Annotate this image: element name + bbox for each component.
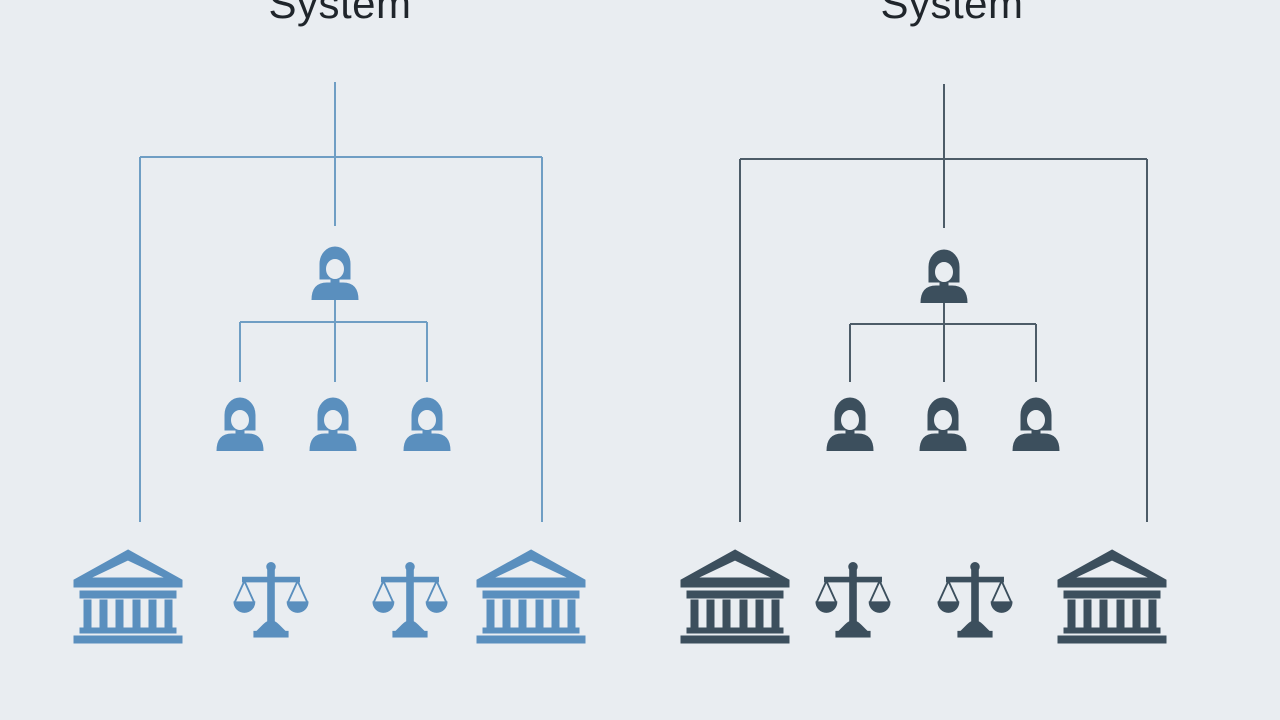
panel-right-diagram (680, 84, 1167, 644)
left-scales-of-justice-icon-2 (372, 561, 448, 639)
right-scales-of-justice-icon-1 (815, 561, 891, 639)
left-child-3-person-icon (403, 397, 451, 451)
right-scales-of-justice-icon-2 (937, 561, 1013, 639)
right-child-3-person-icon (1012, 397, 1060, 451)
right-child-2-person-icon (919, 397, 967, 451)
left-root-person-icon (311, 246, 359, 300)
left-child-2-person-icon (309, 397, 357, 451)
panel-right-title: System (880, 0, 1024, 27)
panel-left-title: System (268, 0, 412, 27)
right-government-building-icon-1 (680, 549, 790, 644)
left-government-building-icon-1 (73, 549, 183, 644)
right-root-person-icon (920, 249, 968, 303)
left-child-1-person-icon (216, 397, 264, 451)
left-government-building-icon-2 (476, 549, 586, 644)
left-scales-of-justice-icon-1 (233, 561, 309, 639)
right-child-1-person-icon (826, 397, 874, 451)
right-government-building-icon-2 (1057, 549, 1167, 644)
panel-left-diagram (73, 82, 586, 644)
